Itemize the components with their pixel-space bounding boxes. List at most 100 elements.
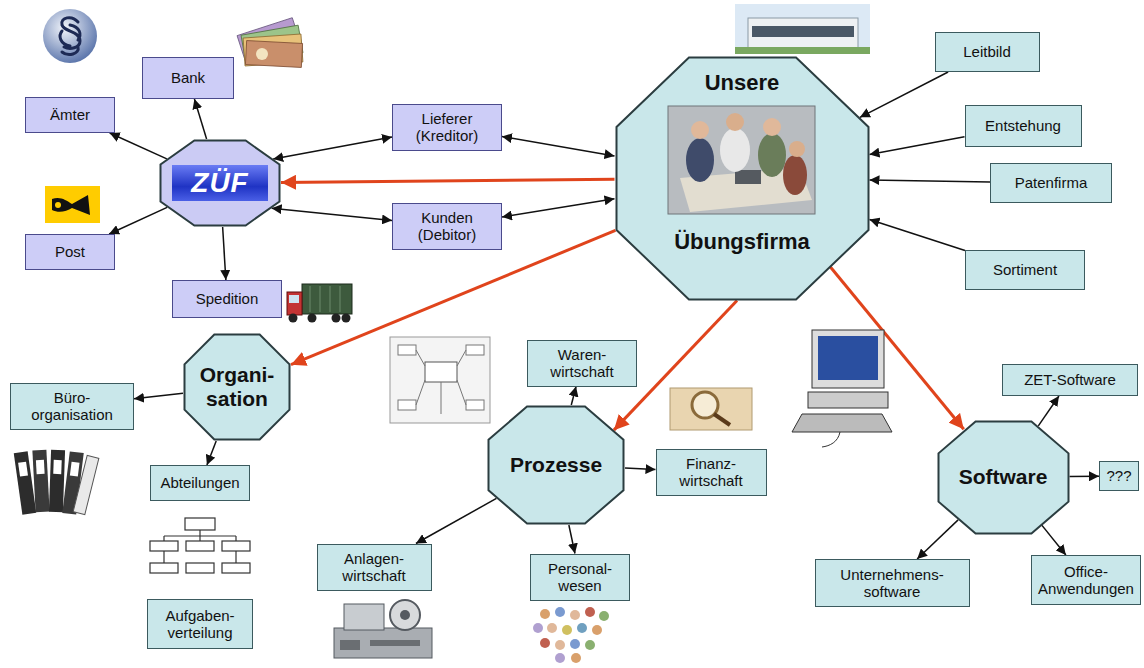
team-photo — [668, 106, 815, 214]
building-picture — [735, 47, 870, 54]
text-box: Office- Anwendungen — [1031, 555, 1141, 605]
text-box: Abteilungen — [150, 465, 250, 501]
building-picture — [735, 4, 870, 54]
text-box: Kunden (Debitor) — [392, 203, 502, 250]
text-box: Ämter — [25, 97, 115, 133]
node-text: Patenfirma — [996, 174, 1106, 191]
magnifier-photo — [714, 414, 730, 425]
post-logo — [45, 186, 100, 223]
post-logo — [52, 195, 90, 215]
team-photo — [763, 118, 781, 136]
node-text: Personal- wesen — [536, 560, 624, 595]
main-arrow — [281, 179, 615, 182]
text-box: Anlagen- wirtschaft — [317, 544, 432, 591]
folder-picture — [49, 450, 65, 512]
node-text: Organi- sation — [188, 363, 286, 411]
machine-picture — [344, 604, 384, 630]
connector-arrow — [134, 393, 183, 399]
text-box: Lieferer (Kreditor) — [392, 104, 502, 151]
org-chart-icon — [222, 541, 250, 551]
folder-picture — [36, 460, 45, 474]
people-picture — [571, 653, 581, 663]
text-box: Leitbild — [935, 32, 1040, 72]
post-logo — [45, 186, 100, 223]
truck-picture — [289, 314, 298, 323]
org-chart-icon — [150, 541, 178, 551]
text-box: Finanz- wirtschaft — [656, 449, 767, 496]
truck-picture — [310, 286, 311, 312]
magnifier-photo — [692, 392, 718, 418]
node-text: Unsere — [625, 70, 860, 95]
node-text: Office- Anwendungen — [1037, 563, 1135, 598]
folder-picture — [14, 451, 36, 514]
folder-picture — [18, 462, 28, 477]
people-picture — [577, 623, 587, 633]
stock-diagram-thumbnail — [416, 350, 466, 414]
text-box: Patenfirma — [990, 163, 1112, 203]
org-chart-icon — [185, 518, 215, 530]
machine-picture — [400, 610, 410, 620]
people-picture — [555, 653, 565, 663]
connector-arrow — [109, 207, 167, 234]
text-box: Spedition — [172, 280, 282, 318]
law-icon — [60, 18, 80, 55]
connector-arrow — [194, 99, 206, 139]
computer-picture — [812, 330, 884, 388]
connector-arrow — [223, 227, 226, 280]
folder-picture — [73, 455, 99, 514]
org-chart-icon — [163, 536, 164, 541]
node-text: Kunden (Debitor) — [398, 209, 496, 244]
truck-picture — [287, 284, 352, 323]
node-text: Finanz- wirtschaft — [662, 455, 761, 490]
node-text: Waren- wirtschaft — [533, 346, 631, 381]
text-box: Personal- wesen — [530, 554, 630, 601]
folder-picture — [32, 450, 49, 513]
team-photo — [691, 121, 709, 139]
node-text: Leitbild — [941, 43, 1034, 60]
node-text: Sortiment — [971, 261, 1079, 278]
text-box: Büro- organisation — [10, 383, 134, 430]
stock-diagram-thumbnail — [398, 345, 416, 355]
node-text: Prozesse — [492, 453, 620, 477]
org-chart-icon — [199, 530, 200, 536]
octagon-outline — [489, 407, 624, 524]
octagon-node: Software — [937, 420, 1070, 535]
text-box: Bank — [142, 57, 234, 99]
people-picture — [562, 625, 572, 635]
main-arrow — [830, 267, 963, 429]
octagon-node: Organi- sation — [183, 333, 291, 441]
team-photo — [758, 133, 786, 177]
magnifier-photo — [670, 388, 752, 430]
team-photo — [680, 168, 812, 212]
people-picture — [570, 639, 580, 649]
octagon-outline — [938, 421, 1068, 533]
people-picture — [585, 607, 595, 617]
machine-picture — [334, 628, 432, 658]
connector-arrow — [1038, 396, 1059, 426]
team-photo — [668, 106, 815, 214]
org-chart-icon — [163, 551, 164, 563]
text-box: Aufgaben- verteilung — [147, 599, 253, 649]
stock-diagram-thumbnail — [398, 400, 416, 410]
truck-picture — [330, 286, 331, 312]
connector-arrow — [1070, 475, 1100, 477]
truck-picture — [289, 295, 299, 303]
folder-picture — [14, 450, 99, 515]
team-photo — [789, 141, 805, 157]
stock-diagram-thumbnail — [390, 337, 490, 423]
text-box: Post — [25, 234, 115, 270]
connector-arrow — [870, 180, 991, 182]
team-photo — [686, 138, 714, 182]
connector-arrow — [273, 137, 392, 159]
org-chart-icon — [164, 535, 236, 536]
people-picture — [570, 610, 580, 620]
node-text: Entstehung — [971, 117, 1076, 134]
connector-arrow — [110, 133, 167, 159]
money-picture — [245, 41, 302, 68]
connector-arrow — [917, 520, 958, 559]
octagon-node: ZÜF — [159, 139, 281, 227]
connector-arrow — [569, 525, 575, 554]
node-text: ZET-Software — [1008, 371, 1132, 388]
connector-arrow — [272, 208, 392, 220]
